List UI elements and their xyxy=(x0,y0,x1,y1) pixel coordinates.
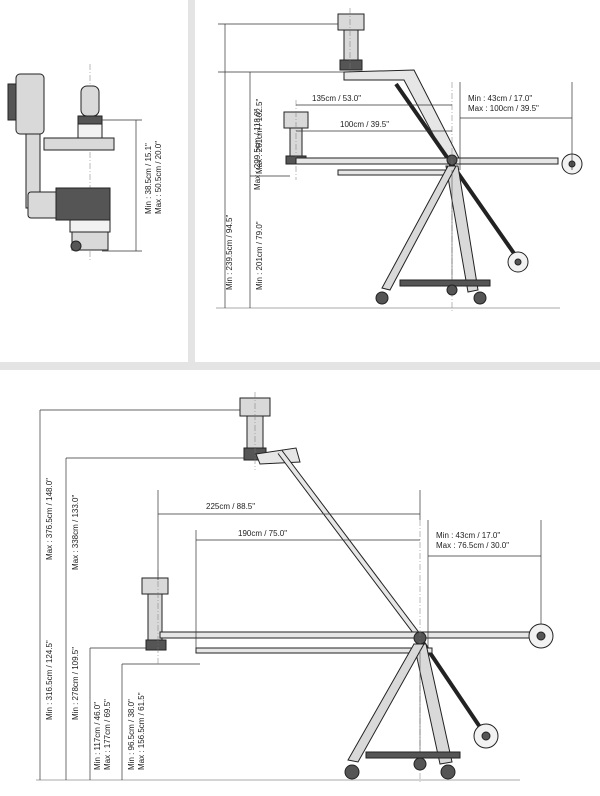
short-counter-max: Max : 100cm / 39.5" xyxy=(468,104,539,113)
long-reach-upper: 225cm / 88.5" xyxy=(206,502,255,511)
long-counter-min: Min : 43cm / 17.0" xyxy=(436,531,500,540)
short-max-low: Max : 261cm / 102.5" xyxy=(255,99,264,174)
short-max-height: Max : 299.5cm / 118.0" xyxy=(253,108,262,190)
long-min-mid: Min : 278cm / 109.5" xyxy=(71,647,80,720)
panel-divider-vertical xyxy=(188,0,195,362)
long-lens-min: Min : 117cm / 46.0" xyxy=(93,702,102,770)
long-max-mid: Max : 338cm / 133.0" xyxy=(71,495,80,570)
long-min-height: Min : 316.5cm / 124.5" xyxy=(45,640,54,720)
short-reach-upper: 135cm / 53.0" xyxy=(312,94,361,103)
side-min-height: Min : 38.5cm / 15.1" xyxy=(144,143,153,214)
panel-divider-horizontal xyxy=(0,362,600,370)
long-counter-max: Max : 76.5cm / 30.0" xyxy=(436,541,509,550)
head-knob xyxy=(80,85,100,117)
pan-motor-box xyxy=(15,73,45,135)
short-counter-min: Min : 43cm / 17.0" xyxy=(468,94,532,103)
long-mount-max: Max : 156.5cm / 61.5" xyxy=(137,692,146,770)
long-reach-lower: 190cm / 75.0" xyxy=(238,529,287,538)
short-reach-lower: 100cm / 39.5" xyxy=(340,120,389,129)
short-min-height: Min : 239.5cm / 94.5" xyxy=(225,215,234,290)
short-min-low: Min : 201cm / 79.0" xyxy=(255,221,264,290)
long-config-panel: Min : 316.5cm / 124.5" Max : 376.5cm / 1… xyxy=(36,392,554,784)
side-max-height: Max : 50.5cm / 20.0" xyxy=(154,141,163,214)
long-lens-max: Max : 177cm / 69.5" xyxy=(103,699,112,770)
long-mount-min: Min : 96.5cm / 38.0" xyxy=(127,699,136,770)
short-config-panel: Min : 239.5cm / 94.5" Max : 299.5cm / 11… xyxy=(216,8,583,312)
side-view-panel: Min : 38.5cm / 15.1" Max : 50.5cm / 20.0… xyxy=(7,64,163,262)
long-max-height: Max : 376.5cm / 148.0" xyxy=(45,478,54,560)
tilt-plate xyxy=(43,137,115,151)
